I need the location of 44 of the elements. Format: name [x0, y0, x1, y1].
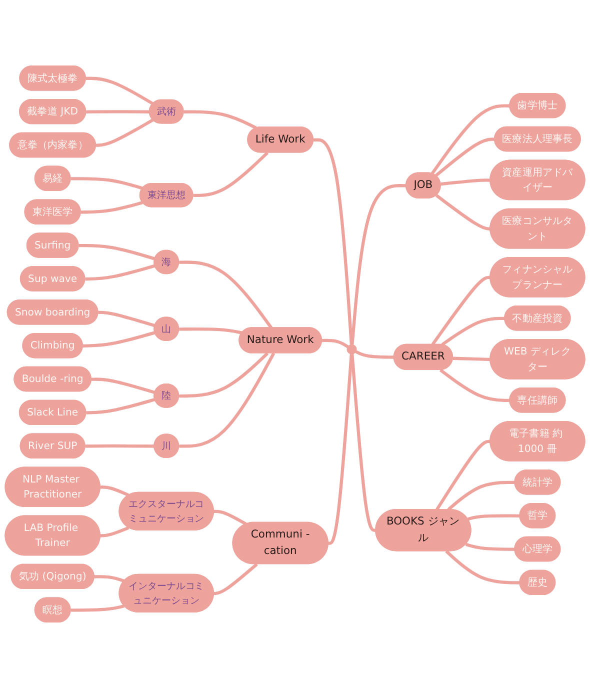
connector: [193, 152, 269, 198]
connector: [214, 562, 258, 596]
connector: [85, 444, 154, 448]
connector: [70, 604, 124, 612]
connector: [430, 104, 510, 174]
connector: [91, 378, 156, 394]
connector: [350, 354, 376, 532]
connector: [100, 486, 130, 497]
connector: [214, 510, 247, 526]
connector: [96, 118, 154, 147]
connector: [80, 201, 143, 214]
connector: [179, 260, 273, 329]
connector: [436, 440, 490, 510]
connector: [447, 480, 515, 511]
node-circle: [346, 344, 357, 354]
connector: [179, 352, 276, 448]
connector: [322, 338, 349, 348]
connector: [100, 526, 130, 538]
connector: [355, 350, 394, 359]
connector: [86, 110, 150, 114]
connector: [452, 356, 490, 362]
connector: [184, 110, 257, 130]
connector: [85, 264, 156, 281]
connector: [434, 138, 495, 177]
connector: [179, 328, 242, 334]
connector: [94, 575, 125, 582]
connector: [441, 316, 505, 346]
connector: [435, 194, 490, 230]
connector: [78, 244, 156, 260]
connector: [465, 542, 515, 551]
connector: [86, 76, 154, 106]
connector: [445, 550, 520, 584]
connector: [468, 514, 520, 521]
connector: [179, 352, 269, 398]
connector: [98, 310, 156, 328]
connector: [328, 354, 353, 545]
connector: [86, 398, 156, 414]
connector: [82, 331, 156, 348]
connector: [350, 184, 406, 345]
connector: [439, 368, 510, 402]
connector: [431, 276, 490, 346]
connector: [70, 177, 143, 190]
connector: [440, 178, 490, 186]
connector: [314, 138, 354, 345]
